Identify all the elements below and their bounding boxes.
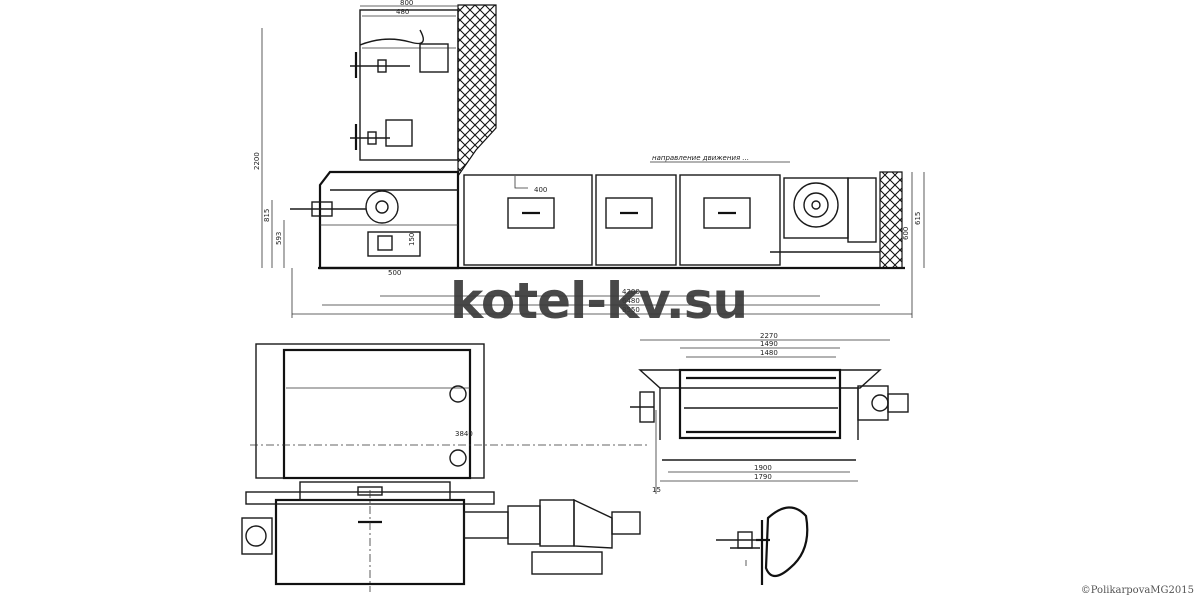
side-view: направление движения ... 800 480 2200 81… <box>253 0 925 318</box>
grate-section-3 <box>679 174 781 266</box>
drive-gear-right <box>783 177 849 239</box>
dim-d2: 500 <box>388 269 401 277</box>
dim-section-top-1: 2270 <box>760 332 778 340</box>
dim-right-h1: 615 <box>914 212 922 225</box>
valve-wheel-upper <box>350 52 410 78</box>
section-view: 2270 1490 1480 1900 1790 15 <box>630 332 909 494</box>
dim-base-1: 4200 <box>622 288 640 296</box>
grate-section-1 <box>463 174 593 266</box>
dim-right-h2: 600 <box>902 227 910 240</box>
dim-height-2: 593 <box>275 232 283 245</box>
dim-base-2: 6480 <box>622 297 640 305</box>
flow-direction-note: направление движения ... <box>652 154 749 162</box>
drive-shaft-plan <box>463 498 641 549</box>
dim-top-width: 800 <box>400 0 413 7</box>
dim-section-top-3: 1480 <box>760 349 778 357</box>
dim-d3: 150 <box>408 233 416 246</box>
dim-base-3: 8550 <box>622 306 640 314</box>
dim-total-height: 2200 <box>253 152 261 170</box>
drive-gear-left <box>290 190 399 224</box>
dim-section-top-2: 1490 <box>760 340 778 348</box>
dim-plan-width: 3840 <box>455 430 473 438</box>
dim-top-inner: 480 <box>396 8 409 16</box>
grate-section-2 <box>595 174 677 266</box>
bearing-section <box>857 385 909 421</box>
copyright-text: ©PolikarpovaMG2015 <box>1080 585 1194 596</box>
plan-view: 3840 <box>241 343 650 592</box>
watermark-text: kotel-kv.su <box>450 272 748 330</box>
dim-section-bot-1: 1900 <box>754 464 772 472</box>
dim-height-1: 815 <box>263 209 271 222</box>
brick-lining <box>457 4 497 178</box>
dim-section-bot-2: 1790 <box>754 473 772 481</box>
valve-wheel-lower <box>350 124 390 150</box>
dim-section-edge: 15 <box>652 486 661 494</box>
dim-d1: 400 <box>534 186 547 194</box>
fastener-detail <box>716 506 809 585</box>
